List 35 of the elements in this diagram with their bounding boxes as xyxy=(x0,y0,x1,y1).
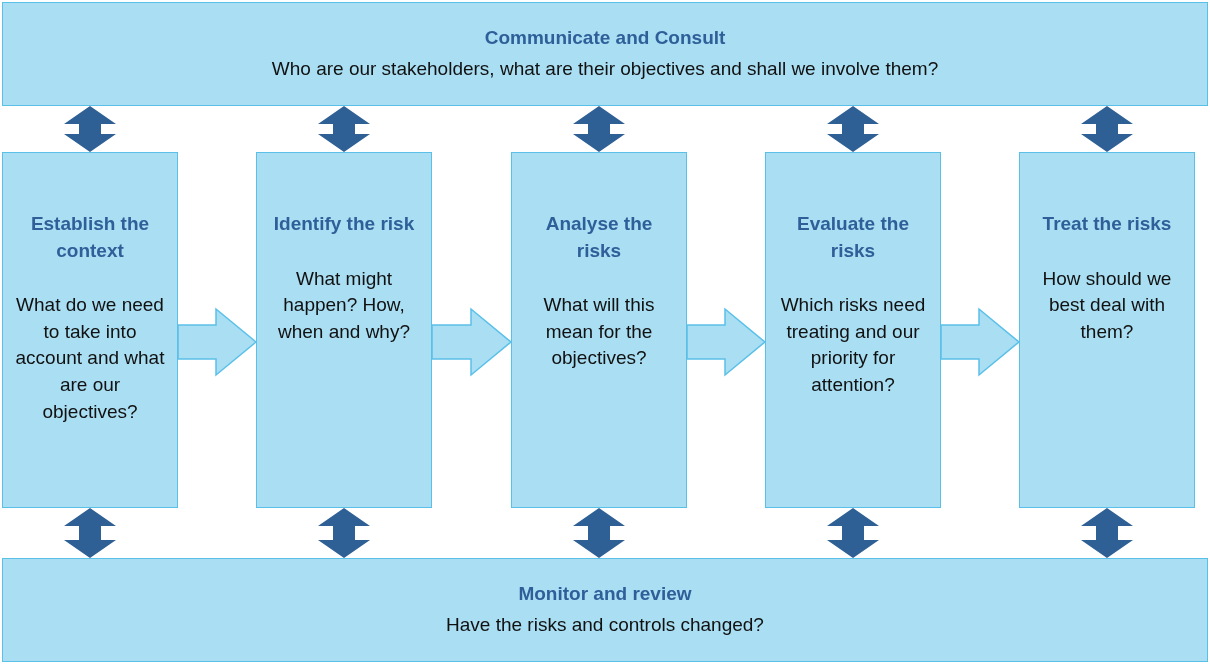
process-band xyxy=(2,2,1208,106)
double-arrow xyxy=(64,508,116,558)
heading: Communicate and Consult xyxy=(484,26,726,51)
question-text: What might happen? How, when and why? xyxy=(276,266,411,344)
heading: Treat the risks xyxy=(1042,212,1172,236)
question-text: What will this mean for the objectives? xyxy=(542,293,656,371)
heading: Analyse the risks xyxy=(544,212,654,263)
question-text: Which risks need treating and our priority for attention? xyxy=(779,293,927,397)
block-arrow xyxy=(431,307,513,377)
double-arrow xyxy=(573,508,625,558)
process-box xyxy=(2,152,178,508)
question-text: Have the risks and controls changed? xyxy=(446,613,764,637)
heading: Monitor and review xyxy=(518,582,692,607)
double-arrow xyxy=(1081,106,1133,152)
process-box xyxy=(1019,152,1195,508)
heading: Identify the risk xyxy=(273,212,415,236)
heading: Establish the context xyxy=(29,212,151,263)
double-arrow xyxy=(64,106,116,152)
double-arrow xyxy=(573,106,625,152)
question-text: What do we need to take into account and what are our objectives? xyxy=(14,293,166,424)
double-arrow xyxy=(827,106,879,152)
double-arrow xyxy=(827,508,879,558)
double-arrow xyxy=(1081,508,1133,558)
question-text: Who are our stakeholders, what are their objectives and shall we involve them? xyxy=(271,57,939,81)
heading: Evaluate the risks xyxy=(796,212,910,263)
block-arrow xyxy=(686,307,767,377)
double-arrow xyxy=(318,106,370,152)
block-arrow xyxy=(940,307,1021,377)
process-box xyxy=(511,152,687,508)
process-box xyxy=(765,152,941,508)
process-band xyxy=(2,558,1208,662)
process-box xyxy=(256,152,432,508)
block-arrow xyxy=(177,307,258,377)
double-arrow xyxy=(318,508,370,558)
question-text: How should we best deal with them? xyxy=(1041,266,1173,344)
